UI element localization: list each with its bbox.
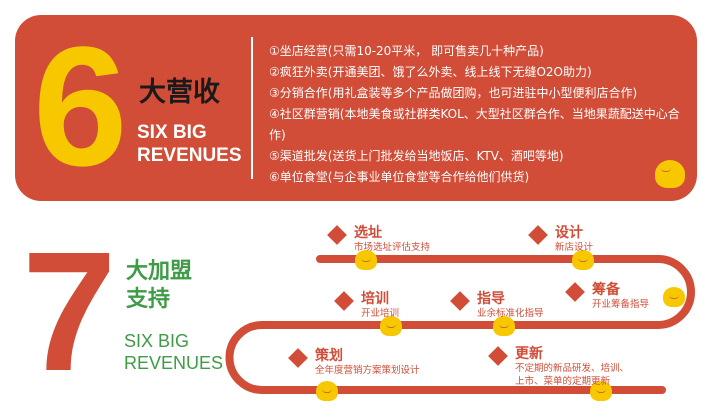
franchise-title: 大加盟支持 bbox=[126, 258, 192, 314]
mascot-icon bbox=[316, 381, 338, 401]
step-title: 更新 bbox=[515, 346, 543, 362]
big-number-7: 7 bbox=[22, 217, 117, 407]
mascot-icon bbox=[572, 250, 594, 270]
mascot-icon bbox=[655, 160, 685, 188]
step-title: 设计 bbox=[555, 225, 583, 241]
revenue-list: ①坐店经营(只需10-20平米， 即可售卖几十种产品) ②疯狂外卖(开通美团、饿… bbox=[269, 41, 685, 188]
en-line-1: SIX BIG bbox=[137, 122, 207, 143]
revenue-item: ④社区群营销(本地美食或社群类KOL、大型社区群合作、当地果蔬配送中心合作) bbox=[269, 107, 680, 142]
step-desc: 业余标准化指导 bbox=[477, 308, 544, 319]
step-title: 培训 bbox=[361, 291, 389, 307]
step-desc: 开业筹备指导 bbox=[592, 299, 650, 310]
revenue-item: ②疯狂外卖(开通美团、饿了么外卖、线上线下无缝O2O助力) bbox=[269, 65, 592, 79]
en-line-2: REVENUES bbox=[137, 145, 242, 166]
revenue-item: ③分销合作(用礼盒装等多个产品做团购，也可进驻中小型便利店合作) bbox=[269, 86, 638, 100]
revenue-item: ⑤渠道批发(送货上门批发给当地饭店、KTV、酒吧等地) bbox=[269, 149, 564, 163]
mascot-icon bbox=[590, 381, 612, 401]
revenue-item: ⑥单位食堂(与企事业单位食堂等合作给他们供货) bbox=[269, 170, 530, 184]
step-desc: 全年度营销方案策划设计 bbox=[315, 365, 420, 376]
step-title: 指导 bbox=[477, 291, 505, 307]
divider bbox=[251, 37, 253, 179]
step-desc: 不定期的新品研发、培训、上市、菜单的定期更新 bbox=[515, 363, 630, 387]
title-line-1: 大加盟 bbox=[126, 259, 193, 284]
en-line-1: SIX BIG bbox=[124, 331, 190, 351]
step-desc: 市场选址评估支持 bbox=[354, 242, 431, 253]
en-line-2: REVENUES bbox=[124, 353, 224, 373]
mascot-icon bbox=[663, 287, 685, 307]
revenue-item: ①坐店经营(只需10-20平米， 即可售卖几十种产品) bbox=[269, 44, 544, 58]
title-line-2: 支持 bbox=[126, 287, 171, 312]
mascot-icon bbox=[380, 316, 402, 336]
revenue-title: 大营收 bbox=[139, 77, 220, 108]
big-number-6: 6 bbox=[33, 12, 128, 202]
step-desc: 开业培训 bbox=[361, 308, 400, 319]
mascot-icon bbox=[493, 316, 515, 336]
mascot-icon bbox=[355, 250, 377, 270]
step-title: 筹备 bbox=[592, 282, 620, 298]
step-title: 策划 bbox=[315, 348, 343, 364]
step-title: 选址 bbox=[354, 225, 382, 241]
step-desc: 新店设计 bbox=[555, 242, 594, 253]
